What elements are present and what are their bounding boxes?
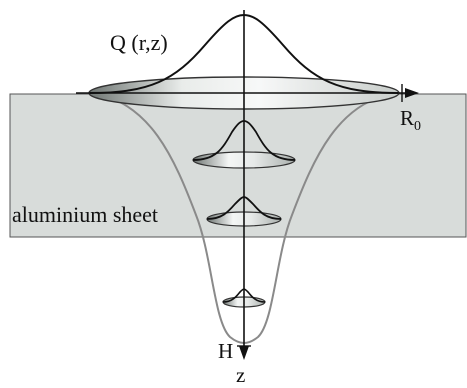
radial-axis-arrowhead	[405, 88, 419, 98]
z-axis-arrowhead	[239, 346, 249, 360]
sheet-label: aluminium sheet	[12, 202, 158, 227]
radius-label: R0	[400, 106, 421, 134]
z-axis-label: z	[236, 363, 245, 383]
depth-label: H	[218, 339, 233, 363]
heat-source-label: Q (r,z)	[110, 30, 168, 55]
